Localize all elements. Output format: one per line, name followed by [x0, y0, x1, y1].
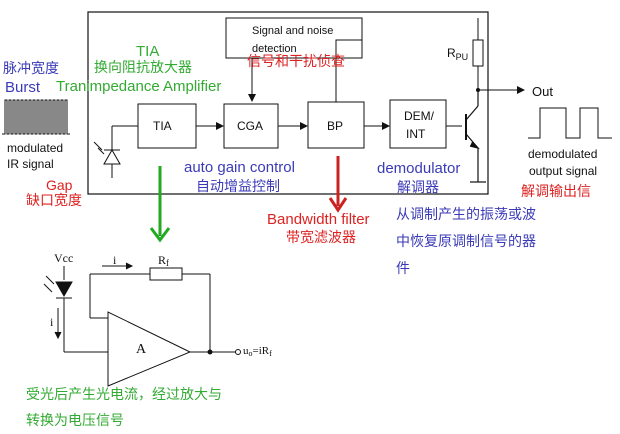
modulated-label: modulated	[7, 141, 64, 155]
demodulator-label: demodulator	[377, 160, 461, 177]
bandwidth-filter-label: Bandwidth filter	[267, 211, 370, 228]
vcc-label: Vcc	[54, 251, 74, 265]
out-node	[476, 88, 480, 92]
uo-subscript: o	[248, 349, 253, 358]
rpu-main: R	[447, 46, 456, 60]
pulse-width-cn: 脉冲宽度	[3, 61, 59, 77]
dem-int-block	[389, 99, 447, 149]
signal-noise-block	[225, 17, 363, 59]
ir-signal-label: IR signal	[7, 157, 54, 171]
burst-waveform	[2, 99, 70, 135]
bandwidth-filter-cn: 带宽滤波器	[286, 230, 356, 246]
uo-main: u	[243, 345, 249, 357]
output-transistor-icon	[465, 90, 486, 183]
rf-subscript: f	[166, 258, 170, 268]
agc-label: auto gain control	[184, 159, 295, 176]
output-voltage-eq: uo=iRf	[243, 345, 272, 358]
bp-block-label: BP	[327, 119, 344, 133]
agc-cn: 自动增益控制	[196, 179, 280, 195]
amp-label: A	[136, 342, 147, 357]
gap-cn: 缺口宽度	[26, 193, 82, 209]
demod-output-label-1: demodulated	[528, 147, 598, 161]
red-down-arrow-head	[328, 197, 348, 213]
demod-output-waveform	[528, 107, 612, 139]
rpu-subscript: PU	[455, 52, 469, 62]
tia-block-label: TIA	[153, 119, 172, 133]
cga-block	[223, 103, 279, 149]
signal-noise-label-1: Signal and noise	[252, 25, 334, 37]
signal-noise-cn: 信号和干扰侦查	[247, 54, 345, 70]
dem-block-label-1: DEM/	[404, 109, 434, 123]
gap-label: Gap	[46, 177, 73, 193]
uo-eq: =iR	[252, 345, 270, 357]
demod-desc-2: 中恢复原调制信号的器	[396, 234, 536, 250]
bp-feedback-line	[335, 39, 362, 102]
rf-main: R	[158, 253, 167, 267]
cga-block-label: CGA	[237, 119, 264, 133]
green-down-arrow-head	[149, 227, 171, 243]
current-left-label: i	[50, 315, 54, 329]
uo-eq-subscript: f	[269, 349, 272, 358]
photo-desc-1: 受光后产生光电流，经过放大与	[26, 387, 222, 403]
rf-label: Rf	[158, 253, 170, 268]
tia-full-name: Tranimpedance Amplifier	[56, 78, 222, 95]
tia-schematic	[43, 262, 241, 387]
out-label: Out	[532, 84, 553, 99]
rpu-label: RPU	[447, 46, 469, 62]
demod-desc-3: 件	[396, 261, 410, 277]
signal-noise-label-2: detection	[252, 43, 297, 55]
tia-cn: 换向阻抗放大器	[94, 60, 192, 76]
photodiode-icon	[93, 125, 138, 178]
burst-label: Burst	[5, 79, 41, 96]
demod-desc-1: 从调制产生的振荡或波	[396, 207, 536, 223]
demodulator-cn: 解调器	[397, 180, 439, 196]
tia-title: TIA	[136, 43, 160, 60]
tia-block	[137, 103, 197, 149]
demod-output-label-2: output signal	[529, 164, 598, 178]
bp-block	[307, 101, 365, 149]
photo-desc-2: 转换为电压信号	[26, 413, 124, 429]
rpu-resistor	[472, 39, 484, 67]
dem-block-label-2: INT	[406, 127, 426, 141]
current-top-label: i	[113, 253, 117, 267]
demod-output-cn: 解调输出信	[521, 184, 591, 200]
receiver-frame	[87, 11, 489, 195]
